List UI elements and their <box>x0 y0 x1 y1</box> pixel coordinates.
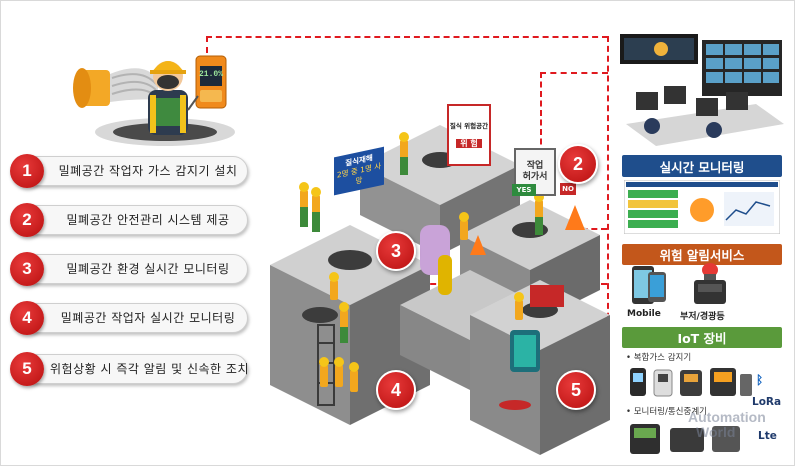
step-number-badge: 5 <box>10 352 44 386</box>
relay-devices <box>630 424 740 454</box>
bullet-dot-icon: • <box>626 353 634 363</box>
permit-yes-label: YES <box>512 184 536 196</box>
watermark: Automation World <box>640 410 790 460</box>
gas-reading-display: 21.0% <box>199 70 224 79</box>
map-marker-2: 2 <box>558 144 598 184</box>
buzzer-beacon-icon <box>694 263 726 304</box>
danger-sign: 질식 위험공간 위 험 <box>447 104 491 166</box>
connector-line <box>206 36 608 38</box>
bullet-gas-detector-text: 복합가스 감지기 <box>633 353 692 363</box>
danger-sign-word: 위 험 <box>456 139 482 148</box>
bullet-gas-detector: • 복합가스 감지기 <box>626 351 691 363</box>
danger-sign-title: 질식 위험공간 <box>449 122 489 130</box>
watermark-line2: World <box>696 424 736 440</box>
lora-label: LoRa <box>752 396 782 408</box>
watermark-line1: Automation <box>688 409 766 425</box>
connector-line <box>540 72 608 74</box>
map-marker-5: 5 <box>556 370 596 410</box>
mobile-label: Mobile <box>627 309 661 319</box>
step-item: 2 밀폐공간 안전관리 시스템 제공 <box>10 203 248 237</box>
bullet-monitor-relay: • 모니터링/통신중계기 <box>626 405 707 417</box>
bullet-dot-icon: • <box>626 407 634 417</box>
permit-sub: 허가서 <box>522 172 548 182</box>
step-label: 밀폐공간 안전관리 시스템 제공 <box>66 213 230 227</box>
step-item: 1 밀폐공간 작업자 가스 감지기 설치 <box>10 154 248 188</box>
dashboard-thumbnail <box>624 180 780 234</box>
step-label: 밀폐공간 환경 실시간 모니터링 <box>66 262 230 276</box>
control-room-illustration <box>620 34 784 146</box>
bluetooth-icon: ᛒ <box>756 373 764 387</box>
bullet-monitor-relay-text: 모니터링/통신중계기 <box>633 407 707 417</box>
map-marker-3: 3 <box>376 231 416 271</box>
step-pill <box>22 354 248 384</box>
step-number-badge: 2 <box>10 203 44 237</box>
worker-gas-detector-illustration <box>73 55 235 146</box>
connector-line <box>607 36 609 388</box>
buzzer-label: 부저/경광등 <box>680 312 725 322</box>
mobile-phone-icon <box>632 266 666 304</box>
connector-line <box>206 36 208 64</box>
step-pill <box>22 303 248 333</box>
step-label: 위험상황 시 즉각 알림 및 신속한 조치 <box>50 362 249 376</box>
connector-line <box>540 72 542 154</box>
step-number-badge: 4 <box>10 301 44 335</box>
step-label: 밀폐공간 작업자 실시간 모니터링 <box>60 311 236 325</box>
permit-no-label: NO <box>560 183 576 195</box>
danger-alert-service-title: 위험 알림서비스 <box>622 244 782 265</box>
confined-space-illustration <box>270 125 610 455</box>
step-item: 5 위험상황 시 즉각 알림 및 신속한 조치 <box>10 352 249 386</box>
lte-label: Lte <box>758 430 777 442</box>
map-marker-4: 4 <box>376 370 416 410</box>
step-pill <box>22 254 248 284</box>
realtime-monitoring-title: 실시간 모니터링 <box>622 155 782 177</box>
step-item: 4 밀폐공간 작업자 실시간 모니터링 <box>10 301 248 335</box>
iot-equipment-title: IoT 장비 <box>622 327 782 348</box>
permit-title: 작업 <box>526 161 544 171</box>
step-number-badge: 1 <box>10 154 44 188</box>
step-number-badge: 3 <box>10 252 44 286</box>
gas-detector-devices <box>630 368 752 397</box>
step-item: 3 밀폐공간 환경 실시간 모니터링 <box>10 252 248 286</box>
step-label: 밀폐공간 작업자 가스 감지기 설치 <box>58 164 238 178</box>
